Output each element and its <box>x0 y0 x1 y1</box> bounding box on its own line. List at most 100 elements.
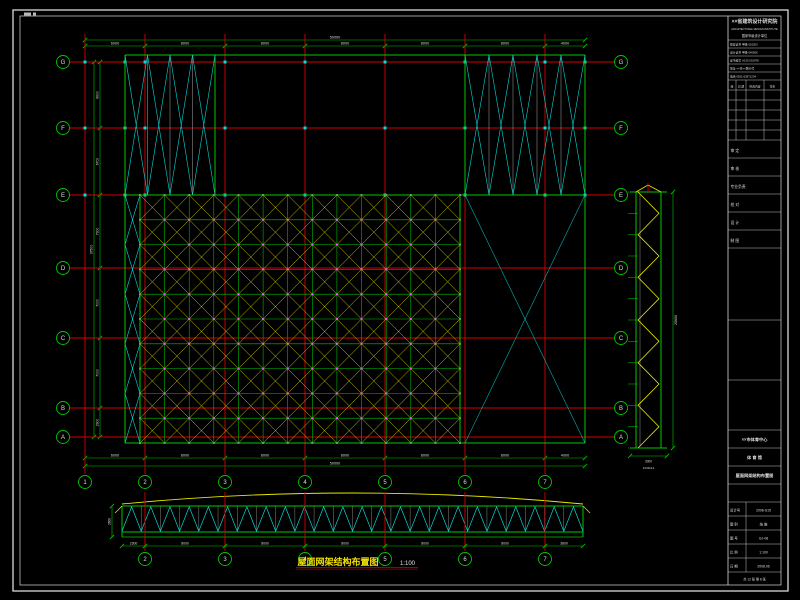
svg-text:8000: 8000 <box>341 453 349 457</box>
svg-text:7: 7 <box>543 557 547 563</box>
svg-text:8000: 8000 <box>421 453 429 457</box>
svg-text:国家甲级设计单位: 国家甲级设计单位 <box>742 33 768 38</box>
svg-text:1:100: 1:100 <box>759 551 768 555</box>
svg-text:设 计: 设 计 <box>731 220 740 225</box>
svg-text:4: 4 <box>303 480 307 486</box>
svg-text:G: G <box>619 60 624 66</box>
svg-text:25600: 25600 <box>674 315 678 325</box>
svg-text:制 图: 制 图 <box>731 238 740 243</box>
svg-text:日 期: 日 期 <box>730 564 738 569</box>
svg-text:××省建筑设计研究院: ××省建筑设计研究院 <box>732 18 778 25</box>
svg-text:7000: 7000 <box>95 299 99 307</box>
svg-text:6000: 6000 <box>111 41 119 45</box>
svg-text:日 期: 日 期 <box>738 85 745 89</box>
svg-text:GJ-08: GJ-08 <box>759 537 768 541</box>
bottom-truss-elevation: 2 3 4 5 6 7 2300 8000 8000 8000 8000 8000 3800 2600 <box>107 492 591 566</box>
svg-text:37500: 37500 <box>89 245 93 255</box>
svg-text:7300: 7300 <box>95 228 99 236</box>
svg-text:图 号: 图 号 <box>730 536 738 541</box>
svg-text:2900: 2900 <box>95 419 99 427</box>
svg-text:8000: 8000 <box>261 541 269 545</box>
drawing-scale: 1:100 <box>400 561 416 567</box>
svg-text:8000: 8000 <box>261 41 269 45</box>
dimension-lines: 6000 8000 8000 8000 8000 8000 4000 50000 6000 800… <box>82 35 588 469</box>
svg-text:勘察证书 甲级 010203: 勘察证书 甲级 010203 <box>730 43 758 47</box>
svg-text:F: F <box>61 126 65 132</box>
svg-text:5: 5 <box>383 557 387 563</box>
svg-text:8000: 8000 <box>341 541 349 545</box>
sheet-border <box>12 9 789 592</box>
svg-text:5: 5 <box>383 480 387 486</box>
svg-text:6000: 6000 <box>111 453 119 457</box>
svg-text:D: D <box>61 266 66 272</box>
annotations: 屋面网架结构布置图 1:100 <box>296 556 418 570</box>
svg-text:8000: 8000 <box>181 453 189 457</box>
svg-text:结 施: 结 施 <box>760 522 768 527</box>
svg-text:C: C <box>61 336 66 342</box>
svg-text:8000: 8000 <box>421 41 429 45</box>
svg-text:设计号: 设计号 <box>730 508 741 513</box>
svg-text:3800: 3800 <box>560 541 568 545</box>
space-frame-grid <box>139 194 461 444</box>
svg-text:50000: 50000 <box>330 35 341 39</box>
svg-text:体 育 馆: 体 育 馆 <box>747 454 763 461</box>
svg-text:电话 0551-62871234: 电话 0551-62871234 <box>730 75 756 79</box>
svg-text:3000: 3000 <box>645 460 652 464</box>
svg-text:××市体育中心: ××市体育中心 <box>742 436 769 443</box>
svg-text:A: A <box>61 435 65 441</box>
bracing-panels <box>124 54 586 444</box>
svg-text:2133x12: 2133x12 <box>643 466 655 470</box>
svg-text:8000: 8000 <box>501 41 509 45</box>
svg-text:3: 3 <box>223 480 227 486</box>
svg-text:3: 3 <box>223 557 227 563</box>
svg-text:8000: 8000 <box>341 41 349 45</box>
svg-text:2600: 2600 <box>107 518 111 525</box>
svg-text:7: 7 <box>543 480 547 486</box>
svg-text:图 别: 图 别 <box>730 522 738 527</box>
svg-text:2: 2 <box>143 480 147 486</box>
svg-text:2008.06: 2008.06 <box>757 565 769 569</box>
svg-text:8000: 8000 <box>501 541 509 545</box>
svg-text:4000: 4000 <box>561 453 569 457</box>
svg-text:1: 1 <box>83 480 87 486</box>
svg-text:审 核: 审 核 <box>731 166 740 171</box>
svg-text:50000: 50000 <box>330 461 341 465</box>
svg-text:修改内容: 修改内容 <box>749 85 760 89</box>
svg-text:版: 版 <box>731 85 734 89</box>
svg-text:8000: 8000 <box>261 453 269 457</box>
svg-text:6600: 6600 <box>95 91 99 99</box>
svg-text:4000: 4000 <box>561 41 569 45</box>
svg-text:4: 4 <box>303 557 307 563</box>
svg-text:6: 6 <box>463 480 467 486</box>
svg-text:D: D <box>619 266 624 272</box>
svg-text:8000: 8000 <box>421 541 429 545</box>
svg-text:B: B <box>61 406 65 412</box>
svg-text:8000: 8000 <box>181 41 189 45</box>
svg-text:2008-S15: 2008-S15 <box>756 509 771 513</box>
svg-text:B: B <box>619 406 623 412</box>
svg-text:6700: 6700 <box>95 158 99 166</box>
svg-text:8000: 8000 <box>181 541 189 545</box>
svg-text:7000: 7000 <box>95 369 99 377</box>
svg-text:地址 ××市××路99号: 地址 ××市××路99号 <box>730 67 755 71</box>
svg-text:签名: 签名 <box>770 85 776 89</box>
svg-text:屋面网架结构布置图: 屋面网架结构布置图 <box>736 472 774 479</box>
svg-text:F: F <box>619 126 623 132</box>
svg-text:E: E <box>61 193 65 199</box>
svg-text:校 对: 校 对 <box>731 202 740 207</box>
svg-text:比 例: 比 例 <box>730 550 738 555</box>
svg-text:2: 2 <box>143 557 147 563</box>
svg-text:2300: 2300 <box>130 541 138 545</box>
drawing-title: 屋面网架结构布置图 <box>297 556 378 567</box>
side-truss-section: 3000 2133x12 25600 <box>627 183 678 470</box>
svg-text:C: C <box>619 336 624 342</box>
svg-text:6: 6 <box>463 557 467 563</box>
svg-text:8000: 8000 <box>501 453 509 457</box>
svg-text:设计证书 甲级 040506: 设计证书 甲级 040506 <box>730 51 758 55</box>
svg-text:专业负责: 专业负责 <box>731 184 746 189</box>
